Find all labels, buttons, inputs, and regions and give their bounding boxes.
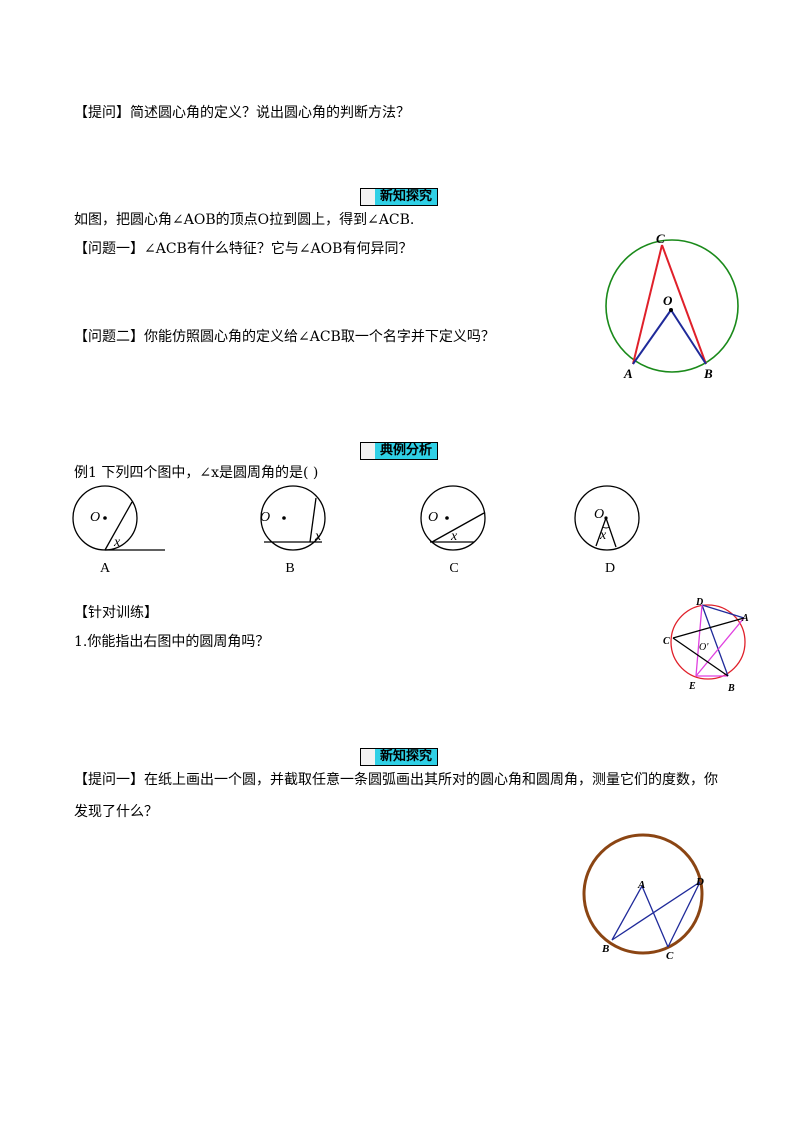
angle-label: x	[113, 535, 121, 550]
center-label: O	[90, 510, 100, 525]
figure-arc-angles: A D B C	[582, 833, 704, 962]
option-a-figure: O x A	[72, 485, 165, 576]
option-letter: C	[449, 561, 458, 576]
label-a: A	[741, 613, 749, 624]
section-header-new-knowledge-2: 新知探究	[360, 748, 438, 766]
option-c-figure: O x C	[420, 485, 486, 576]
section-header-new-knowledge: 新知探究	[360, 188, 438, 206]
center-label: O	[260, 510, 270, 525]
intro-line: 如图，把圆心角∠AOB的顶点O拉到圆上，得到∠ACB.	[74, 212, 415, 228]
label-b: B	[601, 943, 609, 955]
question-two: 【问题二】你能仿照圆心角的定义给∠ACB取一个名字并下定义吗？	[74, 329, 495, 345]
label-b: B	[727, 683, 735, 694]
practice-title: 【针对训练】	[74, 605, 158, 621]
label-e: E	[688, 681, 696, 692]
label-o: O	[663, 293, 673, 308]
center-label: O	[428, 510, 438, 525]
option-d-figure: O x D	[574, 485, 640, 576]
intro-question: 【提问】简述圆心角的定义？说出圆心角的判断方法？	[74, 105, 410, 121]
chord-ca	[632, 244, 663, 365]
center-label: O	[594, 507, 604, 522]
radius-ob	[670, 309, 707, 365]
label-c: C	[663, 636, 670, 647]
section-title: 新知探究	[375, 749, 437, 765]
practice-one: 1.你能指出右图中的圆周角吗？	[74, 634, 270, 650]
label-c: C	[656, 231, 665, 246]
label-o-prime: O'	[699, 642, 709, 653]
figure-practice-circle: D A C O' E B	[663, 597, 749, 694]
angle-label: x	[599, 528, 607, 543]
label-c: C	[666, 950, 674, 962]
option-letter: D	[605, 561, 615, 576]
section-title: 典例分析	[375, 443, 437, 459]
explore-question-line2: 发现了什么？	[74, 804, 158, 820]
option-letter: B	[285, 561, 294, 576]
example-one: 例1 下列四个图中，∠x是圆周角的是( )	[74, 465, 319, 481]
option-letter: A	[100, 561, 111, 576]
label-a: A	[623, 366, 633, 381]
section-title: 新知探究	[375, 189, 437, 205]
center-point	[669, 308, 673, 312]
option-b-figure: O x B	[260, 485, 326, 576]
section-header-example-analysis: 典例分析	[360, 442, 438, 460]
chord-cb	[661, 244, 707, 365]
angle-label: x	[450, 529, 458, 544]
figure-inscribed-vs-central: C O A B	[605, 231, 739, 381]
label-b: B	[703, 366, 713, 381]
label-a: A	[637, 879, 645, 891]
figure1-circle	[605, 239, 739, 373]
label-d: D	[695, 876, 704, 888]
question-one: 【问题一】∠ACB有什么特征？它与∠AOB有何异同？	[74, 241, 413, 257]
radius-oa	[632, 309, 672, 365]
explore-question-line1: 【提问一】在纸上画出一个圆，并截取任意一条圆弧画出其所对的圆心角和圆周角，测量它…	[74, 772, 718, 788]
angle-label: x	[314, 529, 322, 544]
label-d: D	[695, 597, 703, 608]
